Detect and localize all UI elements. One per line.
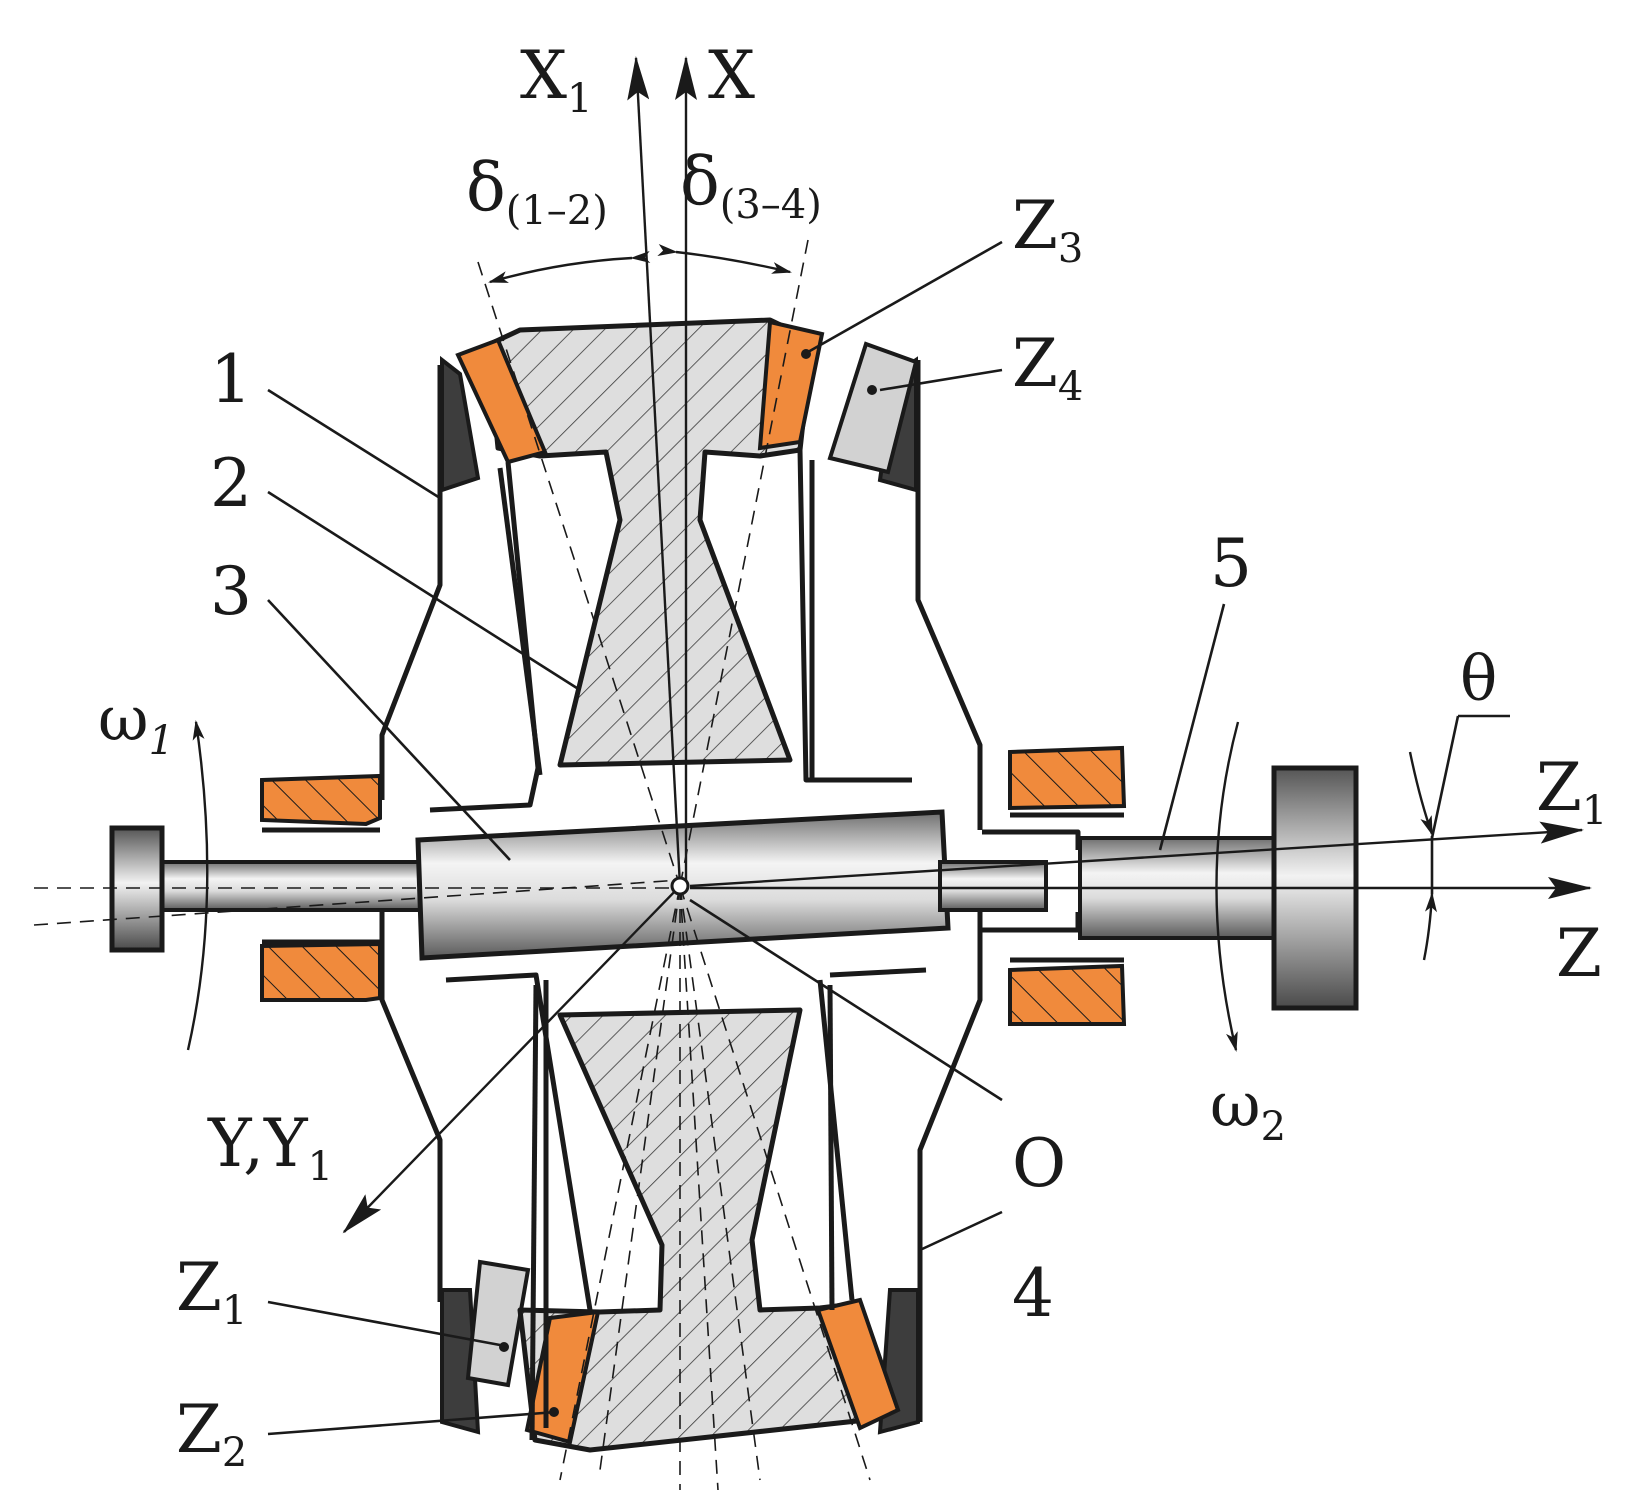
angle-arrows — [186, 244, 1437, 1052]
z1-gear-label: Z1 — [176, 1249, 247, 1334]
z4-label: Z4 — [1012, 325, 1083, 410]
input-shaft — [158, 860, 422, 912]
theta-arrow-bottom — [1422, 892, 1437, 961]
theta-arrow-top — [1408, 751, 1434, 836]
z3-bottom-segment — [815, 1297, 901, 1431]
axes — [342, 56, 1592, 1234]
bottom-hub-hatched — [517, 1007, 869, 1453]
bearing-right-top — [1008, 745, 1127, 811]
bearing-left-bottom — [260, 941, 382, 1002]
omega-1-rotation-arrow — [186, 720, 209, 1051]
omega-1-label: ω1 — [98, 682, 174, 764]
leader-lines — [267, 240, 1510, 1436]
x1-axis-arrow — [627, 56, 682, 887]
z1-gear-ring — [465, 1259, 531, 1388]
z2-gear-label: Z2 — [176, 1391, 247, 1476]
delta-34-label: δ(3–4) — [680, 143, 822, 228]
z1-axis-label: Z1 — [1536, 749, 1607, 834]
input-flange — [109, 825, 165, 953]
z-axis-label: Z — [1556, 915, 1602, 992]
omega-2-rotation-arrow — [1215, 721, 1240, 1052]
origin-label: O — [1012, 1125, 1066, 1202]
z3-gear-segment — [757, 319, 825, 451]
part-2-label: 2 — [210, 445, 252, 522]
delta-34-arc-arrow — [657, 244, 792, 274]
construction-lines — [33, 239, 871, 1491]
omega-2-label: ω2 — [1210, 1068, 1286, 1150]
bearings — [260, 745, 1127, 1026]
central-double-gear — [429, 317, 927, 1453]
x1-axis-label: X1 — [520, 37, 592, 122]
y-axis-arrow — [342, 885, 681, 1234]
z1-dark-cone — [440, 1288, 481, 1435]
z4-gear-ring — [827, 341, 919, 475]
delta-12-label: δ(1–2) — [466, 149, 608, 234]
bearing-right-bottom — [1008, 963, 1127, 1026]
z1-axis-arrow — [689, 821, 1584, 888]
x-axis-label: X — [708, 37, 755, 114]
z4-dark-cone-left-top — [440, 355, 481, 493]
part-4-label: 4 — [1012, 1255, 1054, 1332]
part-1-label: 1 — [210, 341, 252, 418]
part-3-label: 3 — [210, 553, 252, 630]
labels: X1 X δ(1–2) δ(3–4) Z3 Z4 1 2 3 4 5 θ ω1 … — [98, 37, 1607, 1476]
bearing-left-top — [260, 773, 382, 827]
z2-top-segment — [455, 337, 548, 465]
origin-point — [670, 876, 690, 896]
z3-label: Z3 — [1012, 187, 1083, 272]
theta-label: θ — [1460, 642, 1497, 715]
part-5-label: 5 — [1210, 525, 1252, 602]
y-y1-axis-label: Y,Y1 — [207, 1105, 333, 1190]
delta-12-arc-arrow — [488, 251, 651, 284]
